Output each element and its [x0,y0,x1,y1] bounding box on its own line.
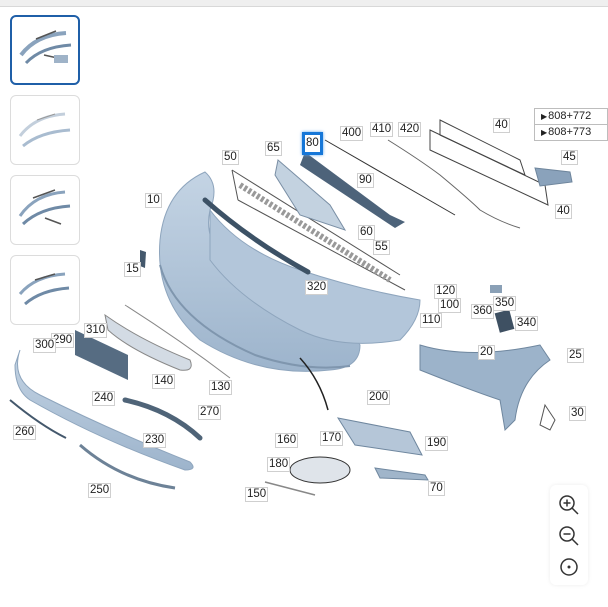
part-label-350[interactable]: 350 [493,296,517,311]
part-label-410[interactable]: 410 [370,122,394,137]
thumbnail-diagram-view-4[interactable] [10,255,80,325]
part-label-10[interactable]: 10 [145,193,162,208]
part-label-200[interactable]: 200 [367,390,391,405]
part-label-270[interactable]: 270 [198,405,222,420]
part-label-130[interactable]: 130 [209,380,233,395]
part-label-400[interactable]: 400 [340,126,364,141]
diagram-preview-icon [19,30,72,65]
part-label-40a[interactable]: 40 [493,118,510,133]
arrow-right-icon: ▶ [541,128,548,137]
part-label-50[interactable]: 50 [222,150,239,165]
part-label-80[interactable]: 80 [302,132,323,155]
part-label-420[interactable]: 420 [398,122,422,137]
part-label-340[interactable]: 340 [515,316,539,331]
thumbnail-diagram-view-1[interactable] [10,15,80,85]
part-label-60[interactable]: 60 [358,225,375,240]
part-label-140[interactable]: 140 [152,374,176,389]
reference-link-808-773[interactable]: ▶808+773 [535,124,607,140]
reference-link-808-772[interactable]: ▶808+772 [541,110,592,122]
part-label-45[interactable]: 45 [561,150,578,165]
arrow-right-icon: ▶ [541,112,548,121]
part-label-120[interactable]: 120 [434,284,458,299]
thumbnail-diagram-view-2[interactable] [10,95,80,165]
diagram-preview-icon [18,272,70,306]
zoom-out-button[interactable] [558,525,580,547]
top-bar [0,0,608,7]
part-label-100[interactable]: 100 [438,298,462,313]
zoom-out-icon [559,526,579,546]
part-label-170[interactable]: 170 [320,431,344,446]
part-label-15[interactable]: 15 [124,262,141,277]
zoom-controls [550,485,588,585]
thumbnail-diagram-view-3[interactable] [10,175,80,245]
part-label-20[interactable]: 20 [478,345,495,360]
reset-view-icon [560,558,578,576]
part-label-160[interactable]: 160 [275,433,299,448]
part-label-40b[interactable]: 40 [555,204,572,219]
part-label-240[interactable]: 240 [92,391,116,406]
diagram-preview-icon [18,189,71,226]
part-label-190[interactable]: 190 [425,436,449,451]
part-label-150[interactable]: 150 [245,487,269,502]
reference-links: ▶808+772 ▶808+773 [534,108,608,141]
diagram-preview-icon [18,112,71,148]
part-label-300[interactable]: 300 [33,338,57,353]
part-label-230[interactable]: 230 [143,433,167,448]
part-label-55[interactable]: 55 [373,240,390,255]
part-label-30[interactable]: 30 [569,406,586,421]
part-label-260[interactable]: 260 [13,425,37,440]
reset-view-button[interactable] [558,556,580,578]
part-label-180[interactable]: 180 [267,457,291,472]
part-label-250[interactable]: 250 [88,483,112,498]
zoom-in-icon [559,495,579,515]
zoom-in-button[interactable] [558,494,580,516]
part-label-110[interactable]: 110 [420,313,443,328]
part-label-320[interactable]: 320 [305,280,329,295]
part-label-360[interactable]: 360 [471,304,495,319]
part-label-310[interactable]: 310 [84,323,108,338]
part-label-25[interactable]: 25 [567,348,584,363]
part-label-90[interactable]: 90 [357,173,374,188]
part-label-65[interactable]: 65 [265,141,282,156]
part-label-70[interactable]: 70 [428,481,445,496]
